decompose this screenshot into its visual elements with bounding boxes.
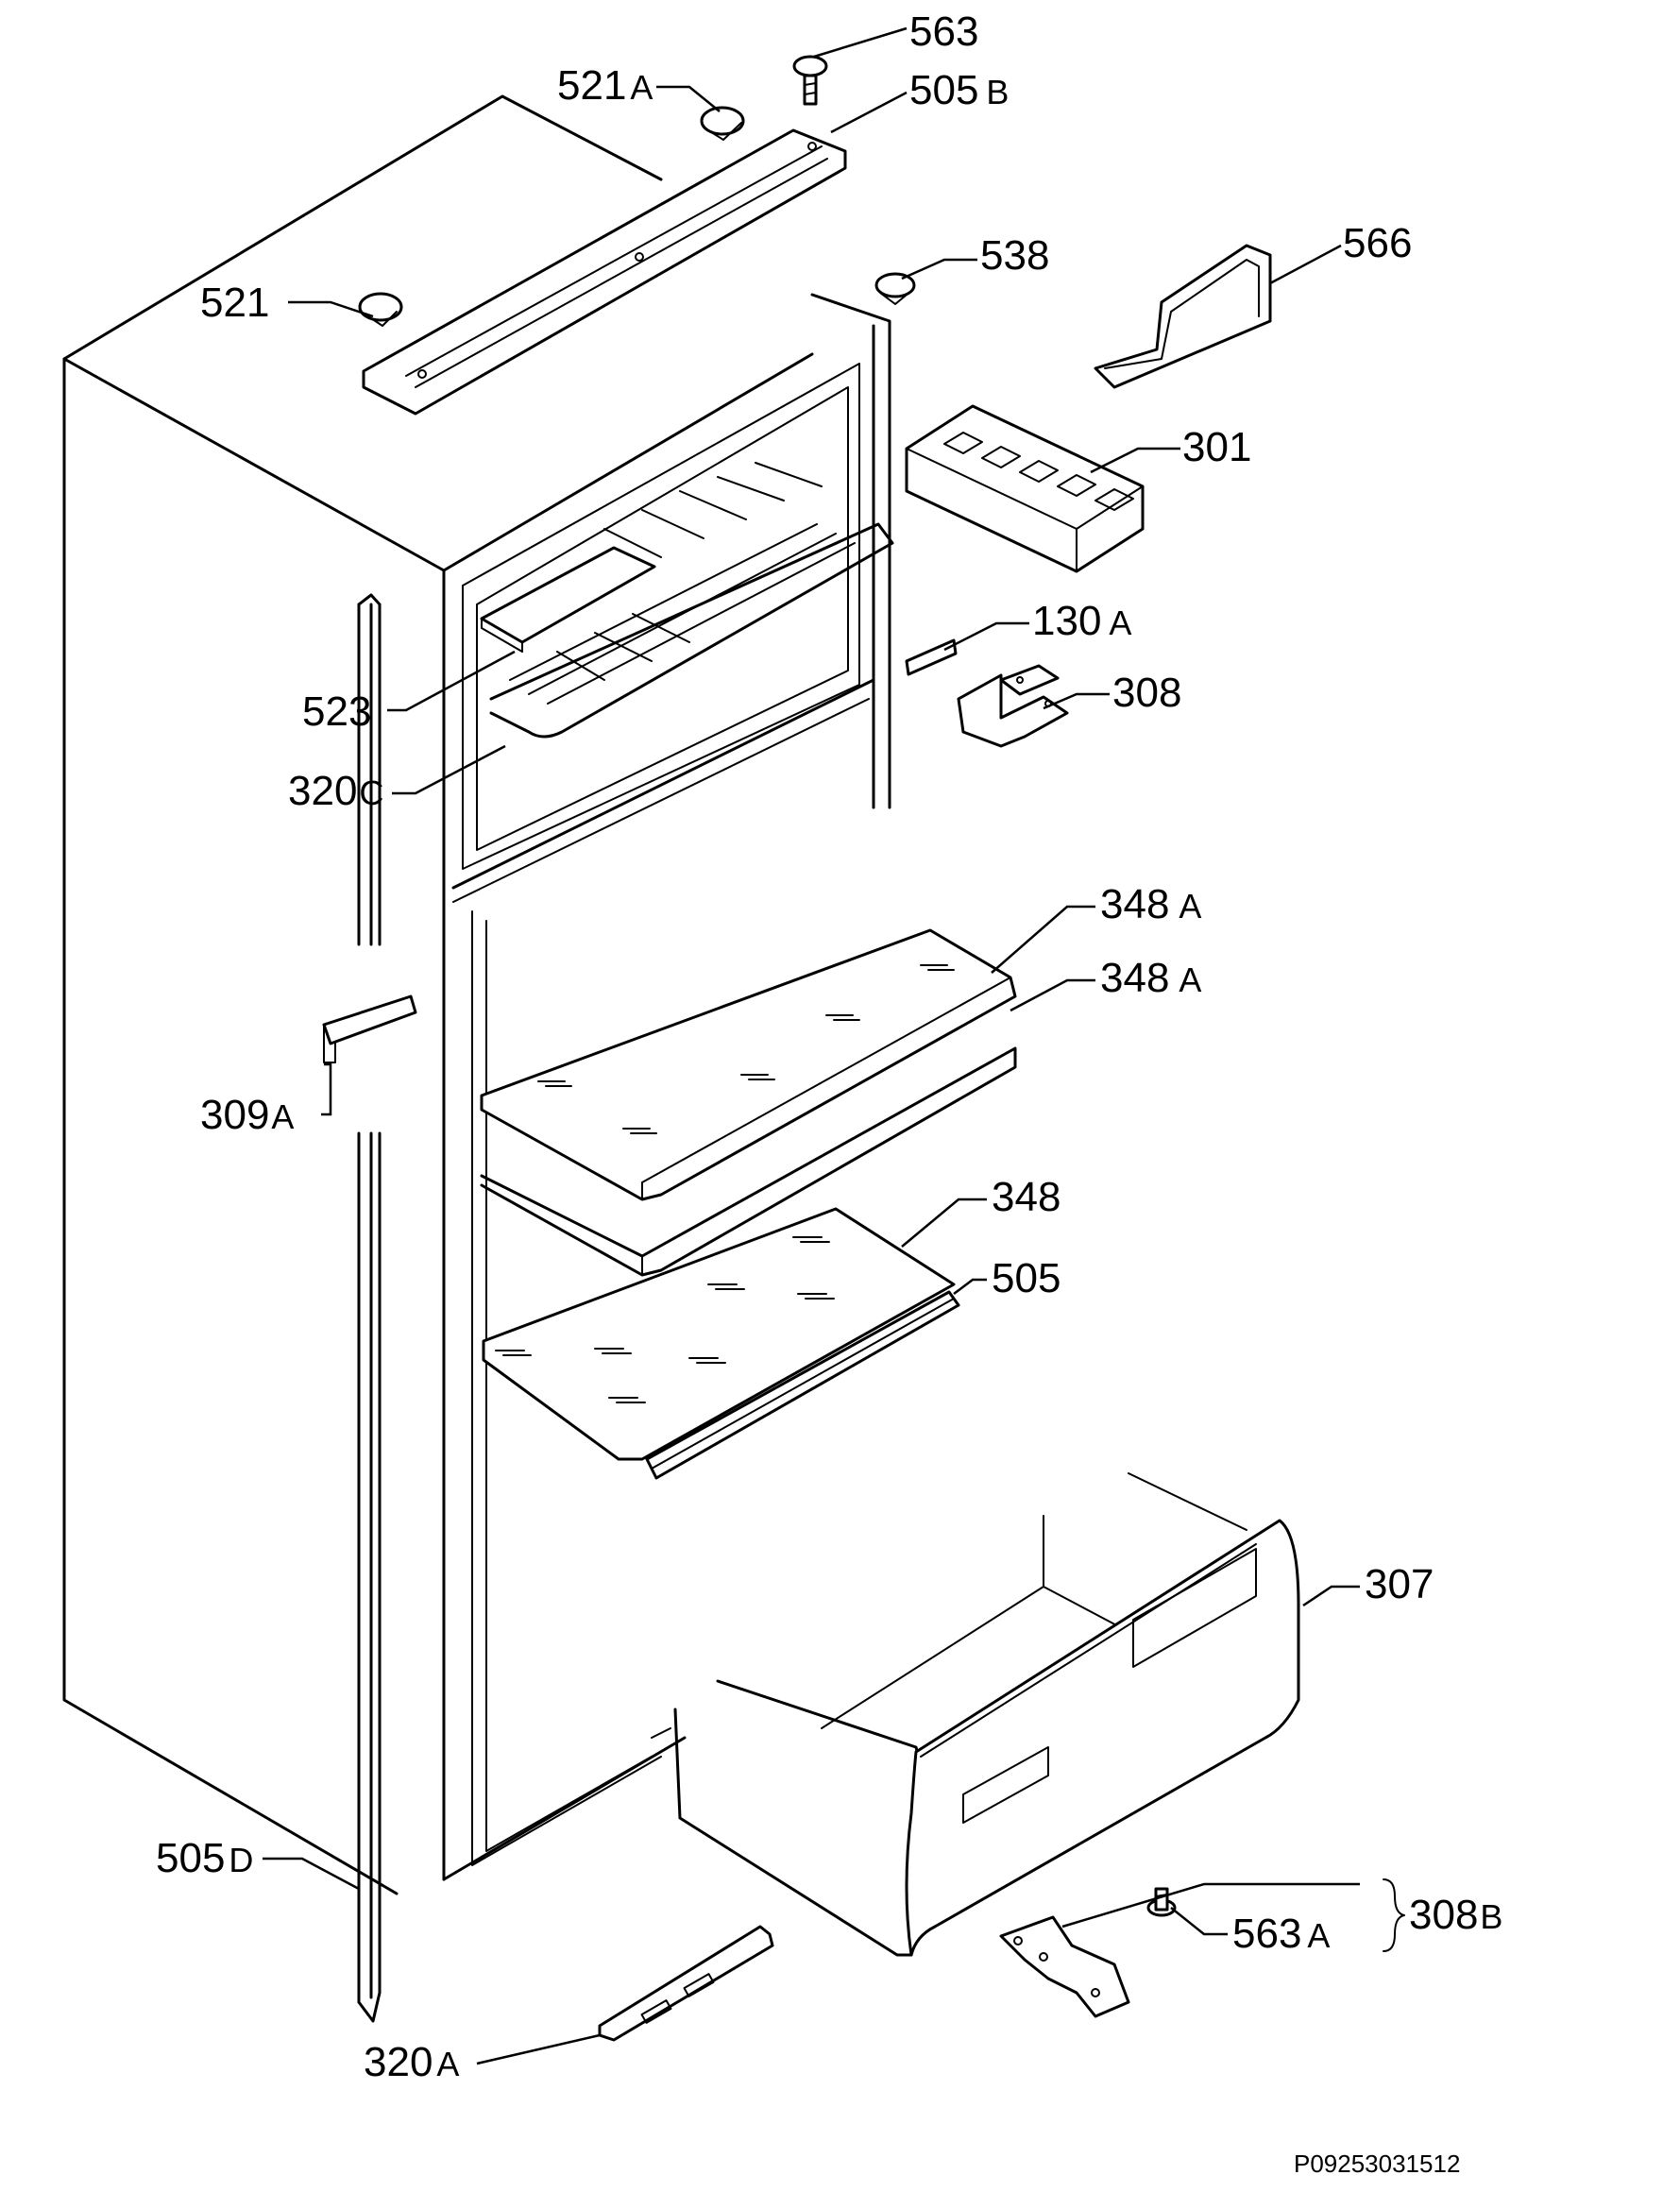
stop-538 [874,272,916,305]
ice-tray-301 [905,404,1145,573]
hinge-cover-320a [598,1925,774,2042]
scraper-566 [1094,244,1272,389]
shelf-trim-505 [645,1290,960,1480]
label-301: 301 [1182,424,1251,470]
label-538: 538 [980,232,1049,279]
glass-shelf-348a-lower [480,1046,1017,1277]
hinge-bracket-308b [999,1915,1130,2018]
hinge-308 [957,664,1069,748]
label-566: 566 [1343,220,1412,266]
bracket-309a [322,994,417,1063]
label-308: 308 [1112,670,1181,716]
crisper-drawer-307 [673,1472,1300,1957]
freezer-tray-523 [480,546,656,653]
label-523: 523 [302,688,371,735]
label-320c: 320C [288,768,383,814]
door-seal-505d [357,593,382,2023]
label-521: 521 [200,280,269,326]
label-563: 563 [909,8,978,55]
plate-130a [905,638,958,676]
label-309a: 309A [200,1092,294,1138]
wire-shelf-320c [489,462,894,739]
screw-563 [792,55,828,106]
hinge-cap-521 [358,292,403,327]
glass-shelf-348a-upper [480,928,1017,1201]
label-307: 307 [1365,1561,1434,1607]
hinge-cap-521a [700,106,745,141]
label-348: 348 [992,1174,1061,1220]
footer-code: P09253031512 [1294,2150,1460,2178]
glass-shelf-348 [482,1207,956,1461]
label-505: 505 [992,1255,1061,1301]
cabinet-body [62,94,891,1895]
leader-lines [263,26,1405,2065]
label-308b: 308B [1409,1892,1502,1938]
top-hinge-bar [362,128,847,416]
screw-563a [1146,1887,1177,1917]
